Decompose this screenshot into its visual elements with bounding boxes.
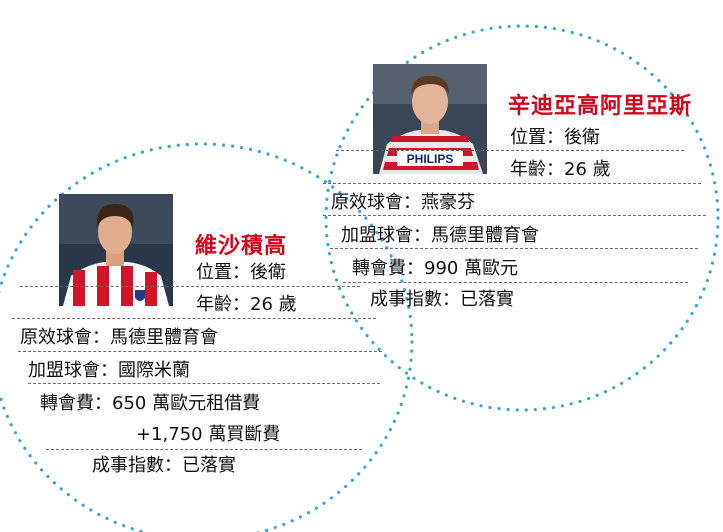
right-player-to-club: 加盟球會：馬德里體育會 bbox=[341, 225, 539, 246]
right-player-fee: 轉會費：990 萬歐元 bbox=[352, 258, 519, 279]
right-divider-5 bbox=[343, 282, 688, 283]
right-divider-3 bbox=[323, 215, 706, 216]
right-player-name: 辛迪亞高阿里亞斯 bbox=[508, 94, 693, 119]
left-player-name: 維沙積高 bbox=[195, 234, 288, 259]
left-player-to-club: 加盟球會：國際米蘭 bbox=[28, 360, 190, 381]
right-bubble-outline bbox=[324, 24, 720, 412]
left-player-position: 位置：後衛 bbox=[196, 262, 286, 283]
right-player-status: 成事指數：已落實 bbox=[370, 289, 514, 310]
right-player-position: 位置：後衛 bbox=[510, 127, 600, 148]
right-divider-1 bbox=[336, 150, 684, 151]
player-photo-psv: PHILIPS bbox=[373, 64, 487, 174]
left-player-age: 年齡：26 歲 bbox=[196, 294, 297, 315]
right-divider-2 bbox=[323, 183, 701, 184]
left-player-from-club: 原效球會：馬德里體育會 bbox=[20, 327, 218, 348]
left-player-fee-line1: 轉會費：650 萬歐元租借費 bbox=[40, 393, 261, 414]
right-divider-4 bbox=[330, 248, 698, 249]
player-photo-atletico bbox=[59, 194, 173, 306]
left-divider-4 bbox=[28, 383, 380, 384]
left-bubble-outline bbox=[0, 142, 414, 532]
left-divider-3 bbox=[18, 351, 382, 352]
right-player-from-club: 原效球會：燕豪芬 bbox=[331, 192, 475, 213]
left-divider-2 bbox=[12, 318, 376, 319]
left-divider-1 bbox=[20, 286, 360, 287]
right-player-age: 年齡：26 歲 bbox=[510, 159, 611, 180]
left-player-fee-line2: +1,750 萬買斷費 bbox=[136, 424, 281, 445]
left-player-status: 成事指數：已落實 bbox=[92, 455, 236, 476]
shirt-sponsor-text: PHILIPS bbox=[407, 152, 454, 166]
left-divider-5 bbox=[46, 449, 362, 450]
